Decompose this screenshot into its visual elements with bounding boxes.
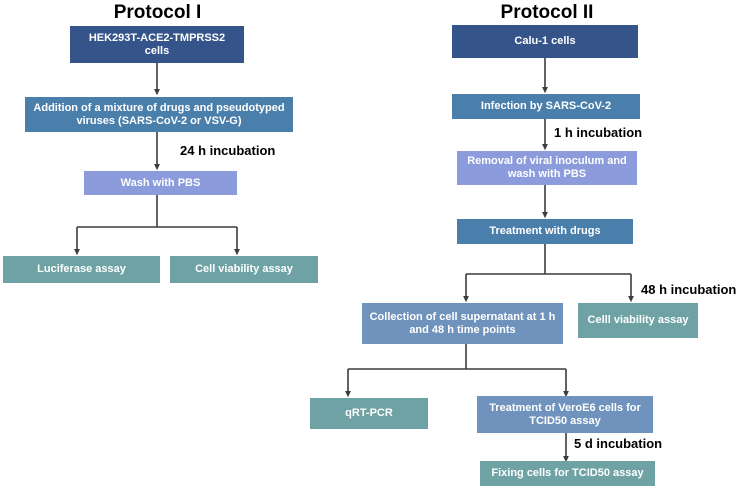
node-qrt-pcr[interactable]: qRT-PCR <box>310 398 428 429</box>
node-wash-with-pbs[interactable]: Wash with PBS <box>84 171 237 195</box>
node-addition-drugs-pseudotyped-viruses[interactable]: Addition of a mixture of drugs and pseud… <box>25 97 293 132</box>
edge-label-48h-incubation: 48 h incubation <box>641 282 737 297</box>
node-celll-viability-assay-p2[interactable]: Celll viability assay <box>578 303 698 338</box>
node-treatment-with-drugs[interactable]: Treatment with drugs <box>457 219 633 244</box>
node-hek293t-cells[interactable]: HEK293T-ACE2-TMPRSS2 cells <box>70 26 244 63</box>
protocol-1-title: Protocol I <box>113 2 202 23</box>
node-cell-viability-assay-p1[interactable]: Cell viability assay <box>170 256 318 283</box>
edge-label-1h-incubation: 1 h incubation <box>554 125 643 140</box>
node-removal-viral-inoculum[interactable]: Removal of viral inoculum and wash with … <box>457 151 637 185</box>
edge-label-24h-incubation: 24 h incubation <box>180 143 276 158</box>
edge-label-5d-incubation: 5 d incubation <box>574 436 663 451</box>
protocol-2-title: Protocol II <box>500 2 594 23</box>
node-treatment-veroe6-tcid50[interactable]: Treatment of VeroE6 cells for TCID50 ass… <box>477 396 653 433</box>
node-fixing-cells-tcid50[interactable]: Fixing cells for TCID50 assay <box>480 461 655 486</box>
node-collection-cell-supernatant[interactable]: Collection of cell supernatant at 1 h an… <box>362 303 563 344</box>
node-luciferase-assay[interactable]: Luciferase assay <box>3 256 160 283</box>
node-calu1-cells[interactable]: Calu-1 cells <box>452 25 638 58</box>
node-infection-sars-cov-2[interactable]: Infection by SARS-CoV-2 <box>452 94 640 119</box>
